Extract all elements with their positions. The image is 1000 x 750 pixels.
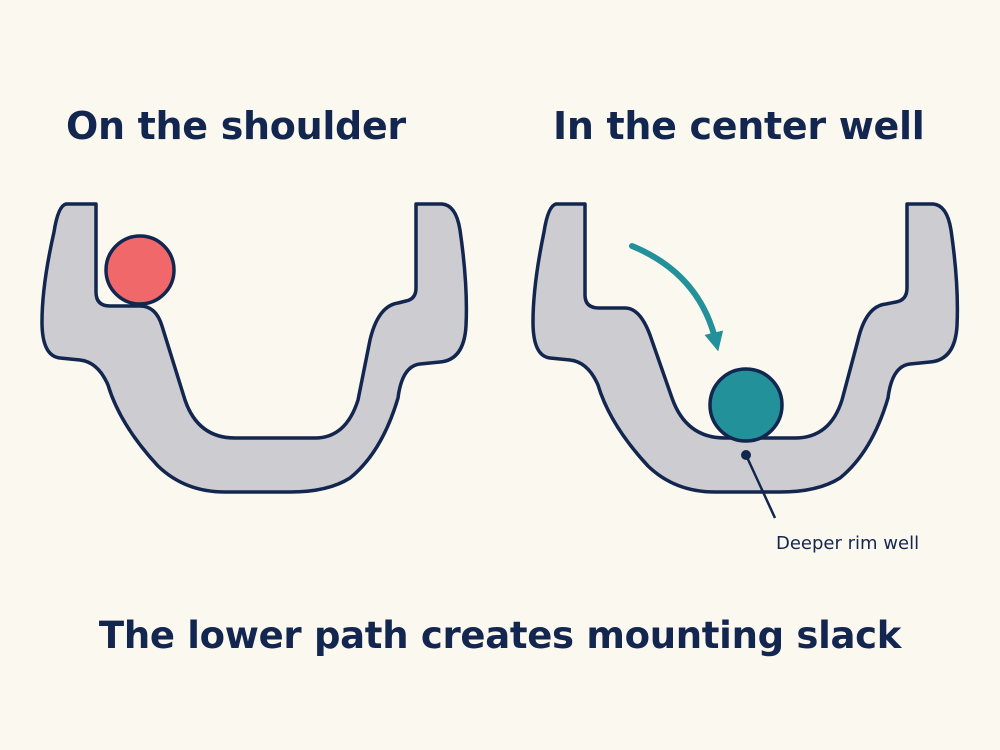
left-rim-section [40, 202, 469, 494]
left-panel-title: On the shoulder [66, 104, 406, 148]
right-rim-section [531, 202, 960, 519]
callout-leader-line [744, 454, 777, 519]
right-tire-bead [708, 367, 784, 443]
diagram-caption: The lower path creates mounting slack [98, 614, 902, 657]
right-rim-profile [531, 202, 960, 494]
left-rim-profile [40, 202, 469, 494]
callout-anchor-dot [741, 450, 751, 460]
drop-arrow [629, 243, 724, 352]
left-tire-bead [104, 234, 176, 306]
rim-well-callout-label: Deeper rim well [776, 533, 920, 554]
right-panel-title: In the center well [553, 104, 925, 148]
